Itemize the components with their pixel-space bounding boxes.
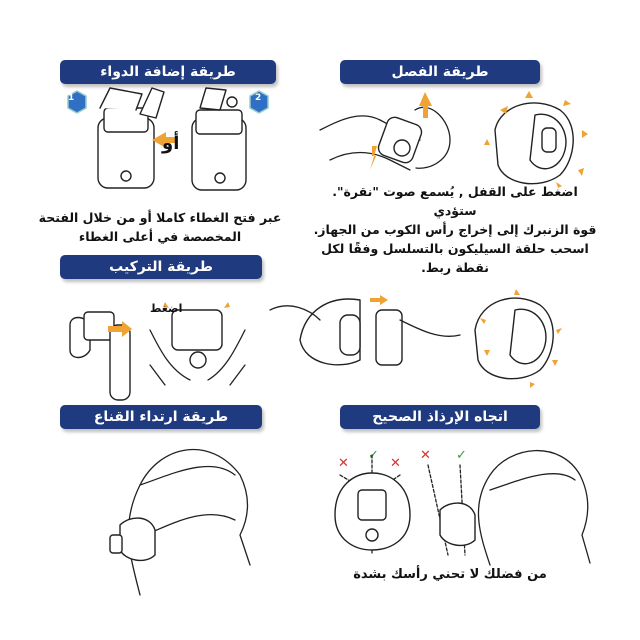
step2-badge: [249, 90, 269, 114]
step2-number: 2: [255, 93, 262, 103]
pull-arrows: [484, 91, 588, 188]
mask-cup-attach-ring: [474, 297, 554, 380]
front-wrong-right-marks: ✕ ✓ ✕: [338, 448, 401, 471]
nebulizer-top-opening: [191, 87, 247, 191]
spray-caption: من فضلك لا تحني رأسك بشدة: [353, 567, 547, 582]
nebulizer-open-lid: [97, 87, 165, 189]
description-line: المخصصة في أعلى الغطاء: [78, 229, 242, 244]
arrow-icon: [152, 132, 176, 148]
header-detach: طريقة الفصل: [340, 60, 540, 84]
arrow-icon: [370, 146, 377, 170]
step1-number: 1: [68, 93, 75, 103]
svg-text:✓: ✓: [456, 448, 467, 463]
description-line: عبر فتح الغطاء كاملا أو من خلال الفتحة: [38, 210, 282, 225]
wear-mask-illustration: [109, 448, 251, 596]
detach-illustration: [319, 91, 588, 188]
svg-text:✕: ✕: [420, 448, 431, 463]
description-line: اسحب حلقة السيليكون بالتسلسل وفقًا لكل: [321, 241, 589, 256]
svg-text:✕: ✕: [338, 456, 349, 471]
push-arrows: [480, 289, 562, 388]
side-wrong-right-marks: ✕ ✓: [420, 448, 467, 463]
mask-front-view: [334, 472, 411, 551]
section-title: طريقة إضافة الدواء: [100, 64, 236, 80]
hands-pressing-lock: [319, 106, 451, 171]
header-install: طريقة التركيب: [60, 255, 262, 279]
svg-text:✕: ✕: [390, 456, 401, 471]
add-medicine-description: عبر فتح الغطاء كاملا أو من خلال الفتحة ا…: [10, 208, 310, 246]
section-title: طريقة التركيب: [109, 259, 213, 275]
arrow-icon: [370, 295, 388, 305]
section-title: اتجاه الإرذاذ الصحيح: [372, 409, 508, 425]
press-marks: [163, 302, 230, 308]
mask-cup-silicone-ring: [494, 102, 574, 185]
add-medicine-illustration: [67, 87, 269, 191]
section-title: طريقة ارتداء القناع: [93, 409, 229, 425]
step1-badge: [67, 90, 87, 114]
hands-pressing-device: [149, 309, 246, 386]
press-label: اضغط: [150, 302, 183, 315]
description-line: قوة الزنبرك إلى إخراج رأس الكوب من الجها…: [313, 222, 597, 237]
header-add-medicine: طريقة إضافة الدواء: [60, 60, 276, 84]
detach-description: اضغط على القفل , يُسمع صوت "نقرة". ستؤدي…: [310, 182, 600, 277]
arrow-icon: [419, 92, 432, 118]
or-label: أو: [162, 133, 180, 154]
head-side-view: [439, 449, 591, 566]
header-spray-direction: اتجاه الإرذاذ الصحيح: [340, 405, 540, 429]
description-line: اضغط على القفل , يُسمع صوت "نقرة". ستؤدي: [332, 184, 578, 218]
description-line: نقطة ربط.: [421, 260, 489, 275]
install-illustration: [69, 289, 562, 401]
section-title: طريقة الفصل: [391, 64, 489, 80]
svg-text:✓: ✓: [368, 448, 379, 463]
cup-to-device: [69, 311, 131, 401]
header-wear-mask: طريقة ارتداء القناع: [60, 405, 262, 429]
spray-direction-illustration: ✕ ✓ ✕ ✕ ✓: [334, 448, 591, 566]
hand-attaching-cup: [269, 298, 461, 366]
arrow-icon: [108, 321, 132, 337]
